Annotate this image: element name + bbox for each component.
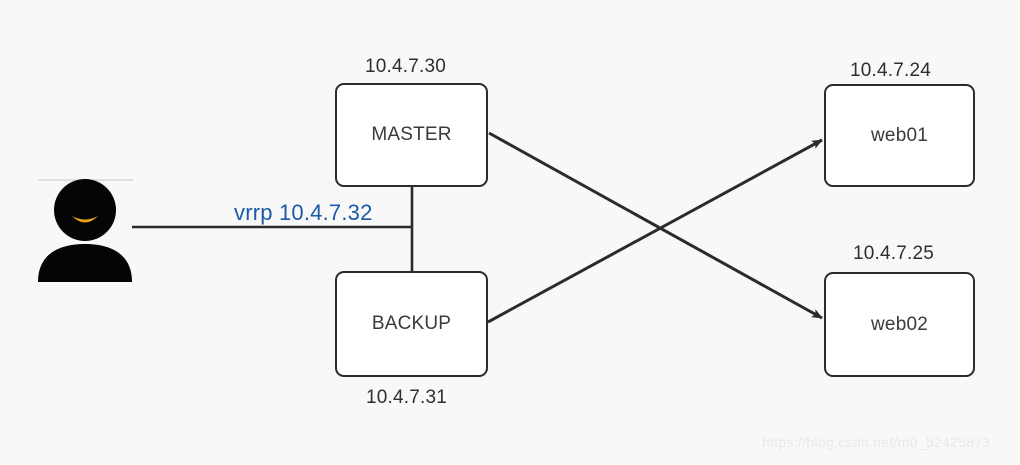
- ip-label-web02: 10.4.7.25: [853, 243, 935, 264]
- node-master-label: MASTER: [371, 124, 452, 145]
- node-master[interactable]: MASTER: [335, 83, 488, 187]
- node-web02[interactable]: web02: [824, 272, 975, 377]
- ip-label-web01: 10.4.7.24: [850, 60, 932, 81]
- ip-label-master: 10.4.7.30: [365, 56, 447, 77]
- person-icon: [38, 179, 132, 282]
- node-web02-label: web02: [871, 313, 928, 335]
- vrrp-link-label: vrrp 10.4.7.32: [234, 200, 373, 225]
- link-master-to-web02: [488, 131, 823, 320]
- ip-label-backup: 10.4.7.31: [366, 387, 448, 408]
- watermark: https://blog.csdn.net/m0_52425873: [762, 434, 991, 450]
- link-backup-to-web01: [487, 138, 823, 324]
- node-web01-label: web01: [871, 124, 928, 146]
- node-backup-label: BACKUP: [371, 313, 452, 334]
- node-web01[interactable]: web01: [824, 84, 975, 187]
- node-backup[interactable]: BACKUP: [335, 271, 488, 377]
- ip-label-web01-clip: 10.4.7.24: [850, 60, 970, 86]
